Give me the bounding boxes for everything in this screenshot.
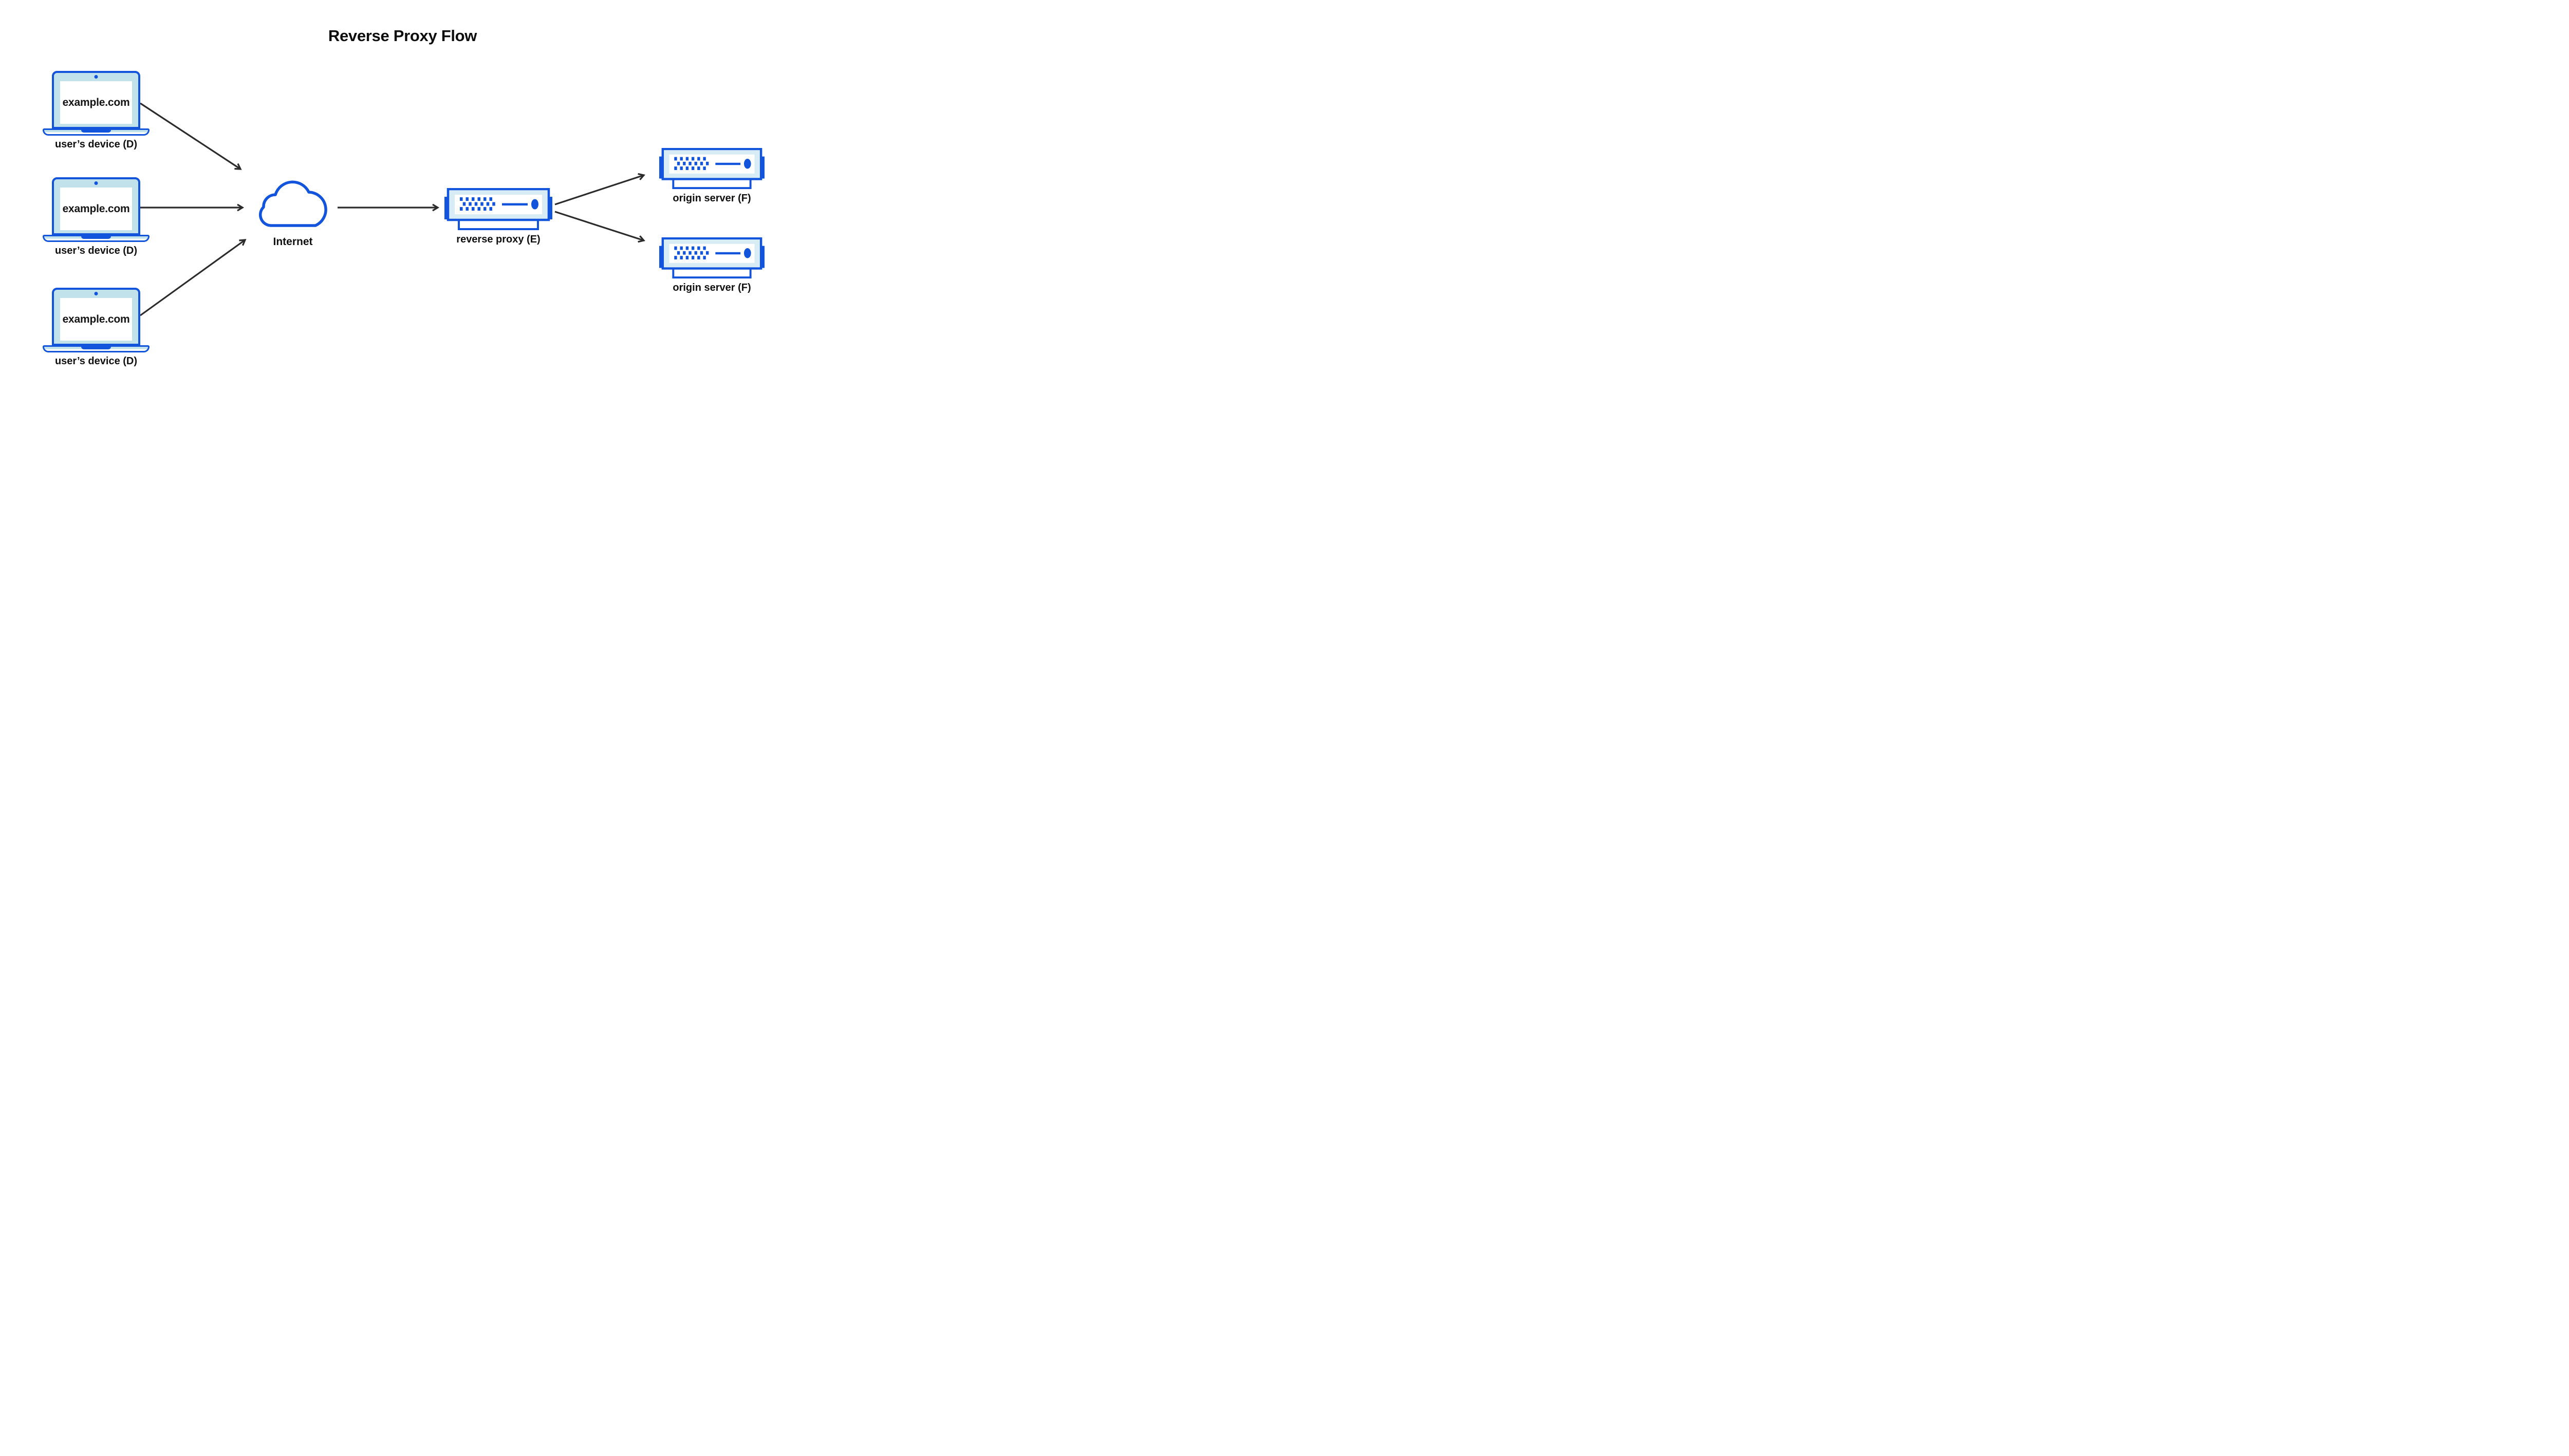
server-power-dot bbox=[743, 248, 751, 258]
cloud-outline bbox=[258, 180, 327, 227]
screen-url-label: example.com bbox=[62, 96, 130, 108]
device-caption: user’s device (D) bbox=[54, 356, 138, 367]
internet-caption: Internet bbox=[273, 236, 313, 248]
server-power-dot bbox=[531, 199, 538, 210]
laptop-base-notch bbox=[81, 346, 111, 349]
laptop-camera-dot bbox=[94, 75, 98, 79]
diagram-canvas: Reverse Proxy Flow example.com u bbox=[0, 0, 805, 403]
server-vent-dots bbox=[460, 197, 495, 211]
user-device-node-3: example.com user’s device (D) bbox=[43, 288, 150, 367]
origin-server-caption: origin server (F) bbox=[673, 193, 751, 204]
server-status-line bbox=[715, 252, 741, 255]
arrow-proxy-to-origin2 bbox=[554, 211, 645, 243]
server-icon bbox=[444, 188, 552, 230]
origin-server-caption: origin server (F) bbox=[673, 282, 751, 293]
server-icon bbox=[659, 237, 765, 279]
laptop-base bbox=[43, 345, 150, 352]
laptop-base bbox=[43, 128, 150, 136]
arrows-layer bbox=[139, 102, 645, 316]
server-vent-dots bbox=[674, 246, 709, 259]
laptop-icon: example.com bbox=[43, 71, 150, 136]
reverse-proxy-caption: reverse proxy (E) bbox=[456, 234, 541, 245]
device-caption: user’s device (D) bbox=[54, 139, 138, 150]
laptop-screen: example.com bbox=[52, 177, 140, 235]
arrow-proxy-to-origin1 bbox=[554, 173, 645, 206]
screen-url-label: example.com bbox=[62, 313, 130, 325]
laptop-display: example.com bbox=[60, 298, 132, 341]
arrow-device3-to-internet bbox=[140, 239, 247, 316]
user-device-node-1: example.com user’s device (D) bbox=[43, 71, 150, 151]
screen-url-label: example.com bbox=[62, 202, 130, 215]
arrow-device1-to-internet bbox=[140, 102, 242, 170]
laptop-display: example.com bbox=[60, 81, 132, 124]
laptop-camera-dot bbox=[94, 181, 98, 185]
laptop-base-notch bbox=[81, 236, 111, 239]
reverse-proxy-node: reverse proxy (E) bbox=[444, 188, 552, 246]
diagram-title: Reverse Proxy Flow bbox=[328, 27, 477, 45]
server-vent-dots bbox=[674, 157, 709, 170]
user-device-node-2: example.com user’s device (D) bbox=[43, 177, 150, 257]
laptop-display: example.com bbox=[60, 188, 132, 230]
origin-server-node-2: origin server (F) bbox=[659, 237, 765, 294]
laptop-screen: example.com bbox=[52, 71, 140, 129]
server-status-line bbox=[502, 203, 528, 206]
laptop-icon: example.com bbox=[43, 177, 150, 242]
server-status-line bbox=[715, 162, 741, 165]
internet-node: Internet bbox=[250, 177, 336, 248]
laptop-base bbox=[43, 235, 150, 242]
laptop-icon: example.com bbox=[43, 288, 150, 352]
laptop-screen: example.com bbox=[52, 288, 140, 346]
device-caption: user’s device (D) bbox=[54, 245, 138, 256]
cloud-icon bbox=[258, 180, 327, 227]
laptop-base-notch bbox=[81, 129, 111, 133]
laptop-camera-dot bbox=[94, 292, 98, 295]
origin-server-node-1: origin server (F) bbox=[659, 148, 765, 204]
server-power-dot bbox=[743, 158, 751, 169]
server-icon bbox=[659, 148, 765, 190]
